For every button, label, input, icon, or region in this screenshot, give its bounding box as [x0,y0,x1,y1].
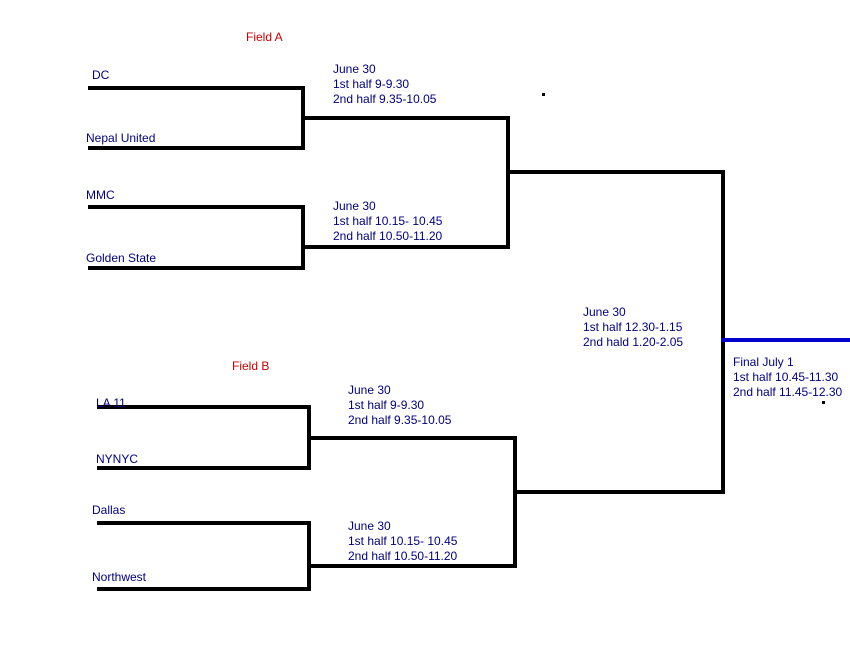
team-northwest: Northwest [92,570,147,584]
match-info-line: 2nd half 11.45-12.30 [733,385,843,399]
field-a-match2-bracket [88,205,510,270]
field-a-title: Field A [246,30,283,44]
match-info-line: 2nd hald 1.20-2.05 [583,335,684,349]
speck-artifact-upper [542,93,545,96]
team-la-11: LA 11 [96,396,126,410]
match-info-line: 2nd half 9.35-10.05 [333,92,437,106]
field-a-semifinal-bracket [506,116,725,249]
match-info-line: 1st half 12.30-1.15 [583,320,683,334]
team-golden-state: Golden State [86,251,157,265]
field-b-title: Field B [232,359,270,373]
team-dallas: Dallas [92,503,126,517]
field-a-match1-bracket [88,86,510,150]
match-info-line: 1st half 10.45-11.30 [733,370,839,384]
field-b-semifinal-bracket [513,436,725,568]
team-dc: DC [92,68,110,82]
match-info-line: 1st half 10.15- 10.45 [348,534,458,548]
match-info-line: 1st half 9-9.30 [333,77,410,91]
team-nynyc: NYNYC [96,452,139,466]
team-nepal-united: Nepal United [86,131,156,145]
match-info-line: 1st half 9-9.30 [348,398,425,412]
match-info-line: 2nd half 10.50-11.20 [333,229,443,243]
speck-artifact-lower [822,401,825,404]
field-b-match2-bracket [97,521,517,591]
match-info-line: June 30 [348,383,391,397]
match-info-line: June 30 [333,62,376,76]
match-info-line: 1st half 10.15- 10.45 [333,214,443,228]
team-mmc: MMC [86,188,115,202]
match-info-line: 2nd half 10.50-11.20 [348,549,458,563]
match-info-line: June 30 [583,305,626,319]
match-info-line: Final July 1 [733,355,794,369]
match-info-line: June 30 [333,199,376,213]
match-info-line: June 30 [348,519,391,533]
match-info-line: 2nd half 9.35-10.05 [348,413,452,427]
field-b-match1-bracket [97,405,517,470]
